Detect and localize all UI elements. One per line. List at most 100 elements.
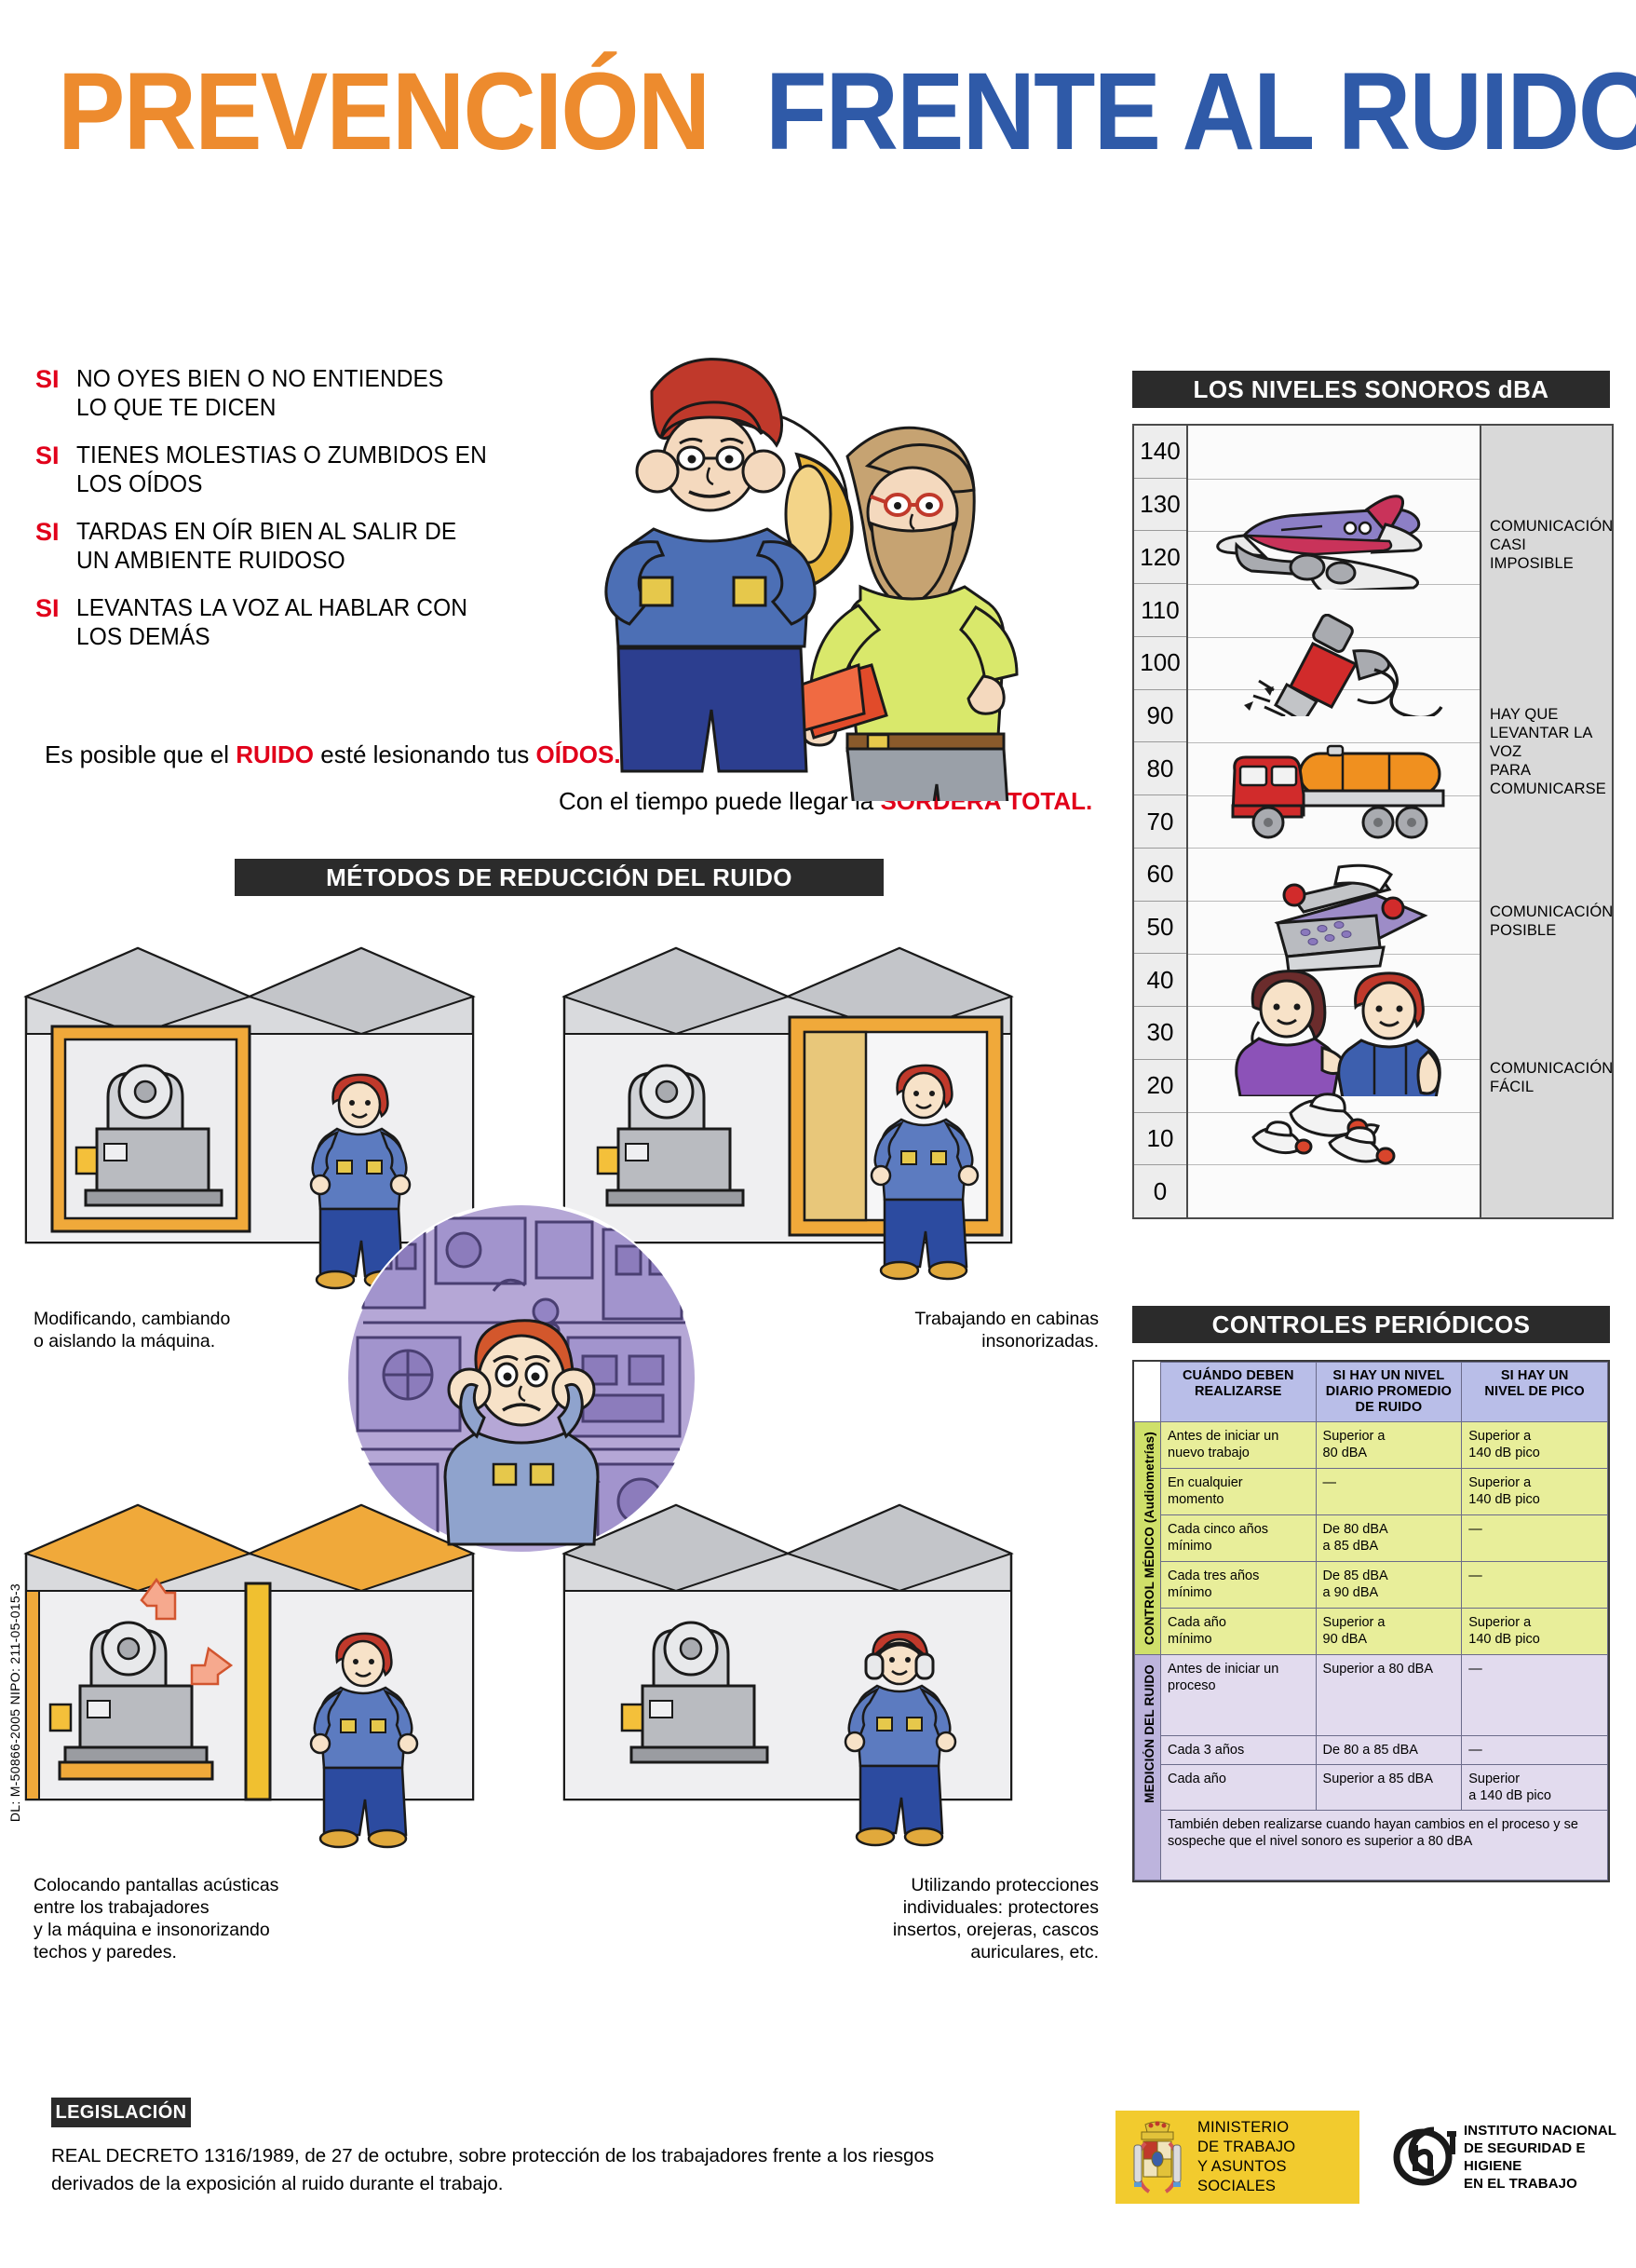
- axis-tick: 120: [1134, 531, 1186, 585]
- axis-tick: 90: [1134, 689, 1186, 743]
- symptom-text-4: LEVANTAS LA VOZ AL HABLAR CON LOS DEMÁS: [76, 595, 467, 650]
- cell-when: Antes de iniciar un nuevo trabajo: [1160, 1421, 1317, 1469]
- insht-logo: INSTITUTO NACIONAL DE SEGURIDAD E HIGIEN…: [1387, 2122, 1636, 2193]
- section-banner-metodos: MÉTODOS DE REDUCCIÓN DEL RUIDO: [235, 859, 884, 896]
- insht-label: INSTITUTO NACIONAL DE SEGURIDAD E HIGIEN…: [1464, 2123, 1617, 2192]
- cell-daily: De 85 dBA a 90 dBA: [1315, 1561, 1463, 1609]
- list-item: SI TIENES MOLESTIAS O ZUMBIDOS EN LOS OÍ…: [35, 441, 543, 499]
- axis-tick: 110: [1134, 584, 1186, 637]
- dba-axis: 140 130 120 110 100 90 80 70 60 50 40 30…: [1134, 426, 1188, 1218]
- cell-when: En cualquier momento: [1160, 1468, 1317, 1515]
- table-row: MEDICIÓN DEL RUIDO Antes de iniciar un p…: [1134, 1654, 1608, 1881]
- col-header-cuando: CUÁNDO DEBEN REALIZARSE: [1160, 1362, 1317, 1422]
- cell-peak: —: [1461, 1654, 1608, 1737]
- tanker-truck-icon: [1231, 744, 1445, 839]
- cell-when: Cada 3 años: [1160, 1735, 1317, 1766]
- ministry-label: MINISTERIO DE TRABAJO Y ASUNTOS SOCIALES: [1197, 2119, 1296, 2194]
- warning-mid: esté lesionando tus: [314, 740, 536, 768]
- warning-keyword-ruido: RUIDO: [236, 740, 315, 768]
- periodic-controls-table: CUÁNDO DEBEN REALIZARSE SI HAY UN NIVEL …: [1132, 1360, 1610, 1883]
- comm-label-imposible: COMUNICACIÓN CASI IMPOSIBLE: [1490, 518, 1614, 572]
- ministry-logo: MINISTERIO DE TRABAJO Y ASUNTOS SOCIALES: [1115, 2111, 1359, 2204]
- axis-tick: 60: [1134, 848, 1186, 902]
- axis-tick: 0: [1134, 1165, 1186, 1218]
- axis-tick: 80: [1134, 742, 1186, 796]
- dba-illustration-column: [1188, 426, 1480, 1217]
- cell-daily: De 80 a 85 dBA: [1315, 1735, 1463, 1766]
- cell-peak: —: [1461, 1514, 1608, 1562]
- list-item: SI LEVANTAS LA VOZ AL HABLAR CON LOS DEM…: [35, 594, 543, 652]
- si-marker: SI: [35, 365, 60, 393]
- table-row: En cualquier momento — Superior a 140 dB…: [1135, 1468, 1608, 1515]
- table-row-note: También deben realizarse cuando hayan ca…: [1135, 1810, 1608, 1881]
- col-header-nivel-pico: SI HAY UN NIVEL DE PICO: [1461, 1362, 1608, 1422]
- jackhammer-icon: [1244, 614, 1443, 716]
- symptom-text-3: TARDAS EN OÍR BIEN AL SALIR DE UN AMBIEN…: [76, 519, 457, 574]
- illustration-central-noise-circle: [345, 1202, 698, 1555]
- axis-tick: 30: [1134, 1007, 1186, 1060]
- cell-when: Cada cinco años mínimo: [1160, 1514, 1317, 1562]
- insht-monogram-icon: [1393, 2126, 1456, 2186]
- axis-tick: 50: [1134, 901, 1186, 955]
- illustration-machine-isolation: [19, 931, 559, 1295]
- cell-peak: Superior a 140 dB pico: [1461, 1468, 1608, 1515]
- axis-tick: 10: [1134, 1112, 1186, 1166]
- axis-tick: 40: [1134, 954, 1186, 1008]
- airplane-icon: [1216, 495, 1423, 590]
- publication-code: DL: M-50866-2005 NIPO: 211-05-015-3: [7, 1583, 22, 1823]
- dba-communication-legend: COMUNICACIÓN CASI IMPOSIBLE HAY QUE LEVA…: [1480, 426, 1614, 1217]
- table-header-row: CUÁNDO DEBEN REALIZARSE SI HAY UN NIVEL …: [1134, 1362, 1608, 1422]
- cell-daily: Superior a 80 dBA: [1315, 1421, 1463, 1469]
- table-row: Cada cinco años mínimo De 80 dBA a 85 dB…: [1135, 1514, 1608, 1562]
- list-item: SI NO OYES BIEN O NO ENTIENDES LO QUE TE…: [35, 365, 543, 423]
- table-row: Cada 3 años De 80 a 85 dBA —: [1135, 1735, 1608, 1766]
- dba-levels-chart: 140 130 120 110 100 90 80 70 60 50 40 30…: [1132, 424, 1614, 1219]
- axis-tick: 70: [1134, 795, 1186, 849]
- typewriter-icon: [1274, 863, 1428, 973]
- conversation-icon: [1235, 970, 1441, 1096]
- si-marker: SI: [35, 518, 60, 546]
- cell-when: Cada año: [1160, 1764, 1317, 1812]
- axis-tick: 130: [1134, 478, 1186, 532]
- caption-acoustic-screens: Colocando pantallas acústicas entre los …: [34, 1875, 279, 1962]
- si-marker: SI: [35, 441, 60, 469]
- table-row: Cada año mínimo Superior a 90 dBA Superi…: [1135, 1607, 1608, 1656]
- illustration-hearing-protection: [557, 1488, 1097, 1852]
- cell-peak: —: [1461, 1735, 1608, 1766]
- table-row: Cada tres años mínimo De 85 dBA a 90 dBA…: [1135, 1561, 1608, 1609]
- cell-daily: Superior a 90 dBA: [1315, 1607, 1463, 1656]
- title-part-frente-al-ruido: FRENTE AL RUIDO: [765, 50, 1636, 173]
- symptoms-list: SI NO OYES BIEN O NO ENTIENDES LO QUE TE…: [35, 365, 543, 671]
- warning-pre-2: Con el tiempo puede llegar la: [559, 787, 881, 815]
- axis-tick: 20: [1134, 1059, 1186, 1113]
- page-title: PREVENCIÓN FRENTE AL RUIDO: [58, 48, 1636, 175]
- comm-label-levantar-voz: HAY QUE LEVANTAR LA VOZ PARA COMUNICARSE: [1490, 706, 1606, 797]
- table-row: CONTROL MÉDICO (Audiometrías) Antes de i…: [1134, 1420, 1608, 1656]
- cell-when: Antes de iniciar un proceso: [1160, 1654, 1317, 1737]
- warning-keyword-oidos: OÍDOS.: [535, 740, 621, 768]
- illustration-two-workers: [540, 279, 1061, 801]
- cell-peak: Superior a 140 dB pico: [1461, 1764, 1608, 1812]
- table-row: Cada año Superior a 85 dBA Superior a 14…: [1135, 1764, 1608, 1812]
- axis-tick: 140: [1134, 426, 1186, 479]
- comm-label-posible: COMUNICACIÓN POSIBLE: [1490, 903, 1614, 939]
- caption-soundproof-cabin: Trabajando en cabinas insonorizadas.: [914, 1309, 1099, 1351]
- comm-label-facil: COMUNICACIÓN FÁCIL: [1490, 1060, 1614, 1095]
- cell-daily: —: [1315, 1468, 1463, 1515]
- legislation-text: REAL DECRETO 1316/1989, de 27 de octubre…: [51, 2145, 935, 2194]
- cell-peak: —: [1461, 1561, 1608, 1609]
- cell-when: Cada tres años mínimo: [1160, 1561, 1317, 1609]
- warning-pre: Es posible que el: [45, 740, 237, 768]
- symptom-text-1: NO OYES BIEN O NO ENTIENDES LO QUE TE DI…: [76, 366, 444, 421]
- section-banner-controles: CONTROLES PERIÓDICOS: [1132, 1306, 1610, 1343]
- illustration-acoustic-screens: [19, 1488, 559, 1852]
- col-header-nivel-diario: SI HAY UN NIVEL DIARIO PROMEDIO DE RUIDO: [1315, 1362, 1463, 1422]
- section-label-medicion-ruido: MEDICIÓN DEL RUIDO: [1134, 1654, 1161, 1881]
- cell-peak: Superior a 140 dB pico: [1461, 1607, 1608, 1656]
- birds-icon: [1251, 1093, 1396, 1165]
- warning-line-1: Es posible que el RUIDO esté lesionando …: [45, 740, 621, 769]
- table-note: También deben realizarse cuando hayan ca…: [1160, 1810, 1608, 1881]
- section-label-control-medico: CONTROL MÉDICO (Audiometrías): [1134, 1420, 1161, 1656]
- axis-tick: 100: [1134, 636, 1186, 690]
- title-part-prevencion: PREVENCIÓN: [58, 50, 710, 173]
